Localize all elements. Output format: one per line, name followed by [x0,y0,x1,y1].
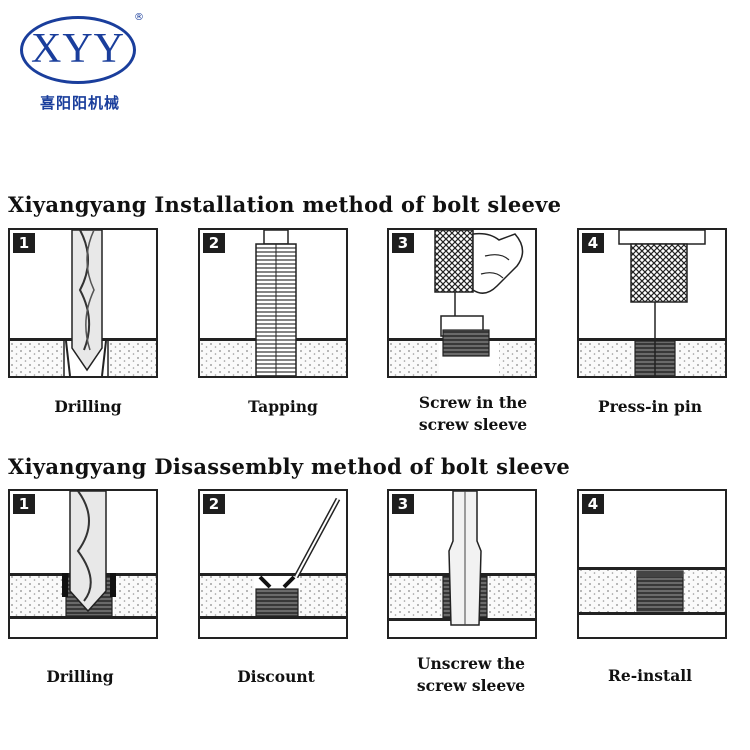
install-step-4-panel: 4 [577,228,727,378]
install-step-4-caption: Press-in pin [565,396,735,418]
company-logo: XYY ® 喜阳阳机械 [14,12,144,112]
caption-line: Screw in the [418,393,528,412]
step-number: 2 [203,494,225,514]
disassembly-step-1-panel: 1 [8,489,158,639]
disassembly-step-3-panel: 3 [387,489,537,639]
disassembly-step-3-caption: Unscrew the screw sleeve [386,653,556,697]
screw-in-illustration [389,230,535,376]
disassembly-step-2-panel: 2 [198,489,348,639]
caption-line: Discount [237,667,315,686]
caption-line: Drilling [46,667,114,686]
step-number: 1 [13,494,35,514]
logo-mark: XYY [31,26,125,72]
disassembly-title: Xiyangyang Disassembly method of bolt sl… [8,454,570,479]
install-step-3-panel: 3 [387,228,537,378]
discount-illustration [200,497,346,619]
disassembly-step-4-caption: Re-install [565,665,735,687]
install-step-2-caption: Tapping [198,396,368,418]
step-number: 3 [392,494,414,514]
disassembly-step-1-caption: Drilling [0,666,165,688]
caption-line: screw sleeve [416,676,526,695]
logo-oval [20,16,136,84]
tapping-illustration [200,230,346,376]
registered-mark: ® [134,12,144,23]
install-step-3-caption: Screw in the screw sleeve [388,392,558,436]
caption-line: Press-in pin [597,397,703,416]
press-pin-illustration [579,230,725,376]
logo-subtitle: 喜阳阳机械 [39,94,120,112]
installation-title: Xiyangyang Installation method of bolt s… [8,192,562,217]
step-number: 4 [582,233,604,253]
caption-line: Drilling [54,397,122,416]
install-step-1-panel: 1 [8,228,158,378]
caption-line: screw sleeve [418,415,528,434]
step-number: 1 [13,233,35,253]
drilling-illustration [10,230,156,376]
step-number: 4 [582,494,604,514]
install-step-2-panel: 2 [198,228,348,378]
unscrew-illustration [389,491,535,626]
drilling-out-illustration [10,491,156,619]
disassembly-step-4-panel: 4 [577,489,727,639]
step-number: 3 [392,233,414,253]
step-number: 2 [203,233,225,253]
install-step-1-caption: Drilling [3,396,173,418]
disassembly-step-2-caption: Discount [191,666,361,688]
caption-line: Tapping [248,397,318,416]
reinstall-illustration [579,567,725,615]
caption-line: Re-install [607,666,693,685]
caption-line: Unscrew the [416,654,525,673]
